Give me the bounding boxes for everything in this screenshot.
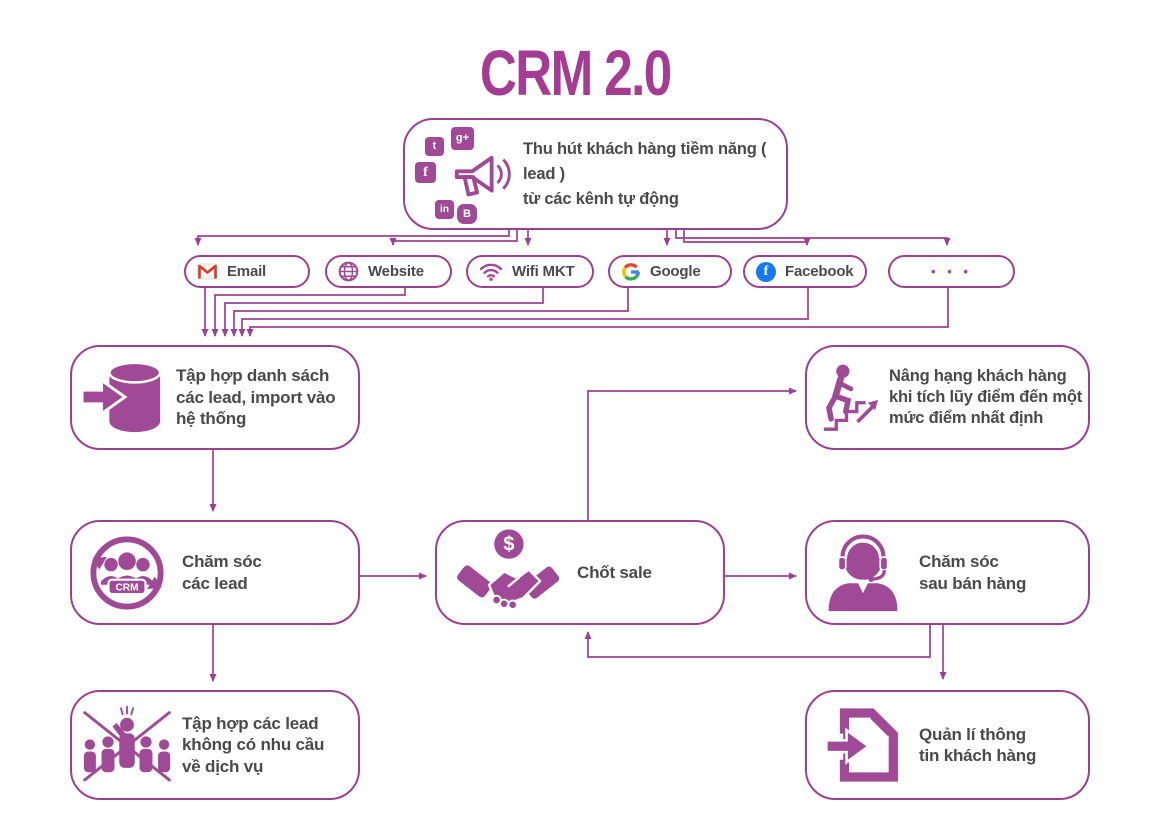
after-sale-care-text: Chăm sóc sau bán hàng bbox=[919, 552, 1027, 593]
edge-attract-more bbox=[675, 230, 951, 246]
edge-google-db bbox=[230, 288, 629, 337]
edge-website-db bbox=[211, 288, 406, 337]
no-need-leads-box: Tập hợp các lead không có nhu cầu về dịc… bbox=[70, 690, 360, 800]
edge-sale-upgrade bbox=[587, 387, 797, 520]
database-import-icon bbox=[72, 359, 176, 437]
after-sale-care-box: Chăm sóc sau bán hàng bbox=[805, 520, 1090, 625]
attract-leads-text: Thu hút khách hàng tiềm năng ( lead ) từ… bbox=[523, 139, 767, 208]
facebook-icon: f bbox=[415, 162, 436, 183]
ellipsis-dots-icon: • • • bbox=[931, 264, 972, 279]
edge-attract-email bbox=[194, 230, 510, 246]
care-leads-box: CRM Chăm sóc các lead bbox=[70, 520, 360, 625]
channel-email-label: Email bbox=[227, 263, 267, 280]
manage-customer-info-box: Quản lí thông tin khách hàng bbox=[805, 690, 1090, 800]
close-sale-box: $ Chốt sale bbox=[435, 520, 725, 625]
channel-email: Email bbox=[184, 255, 310, 288]
facebook-circle-icon: f bbox=[756, 261, 776, 282]
edge-attract-website bbox=[389, 230, 518, 246]
channel-wifi: Wifi MKT bbox=[466, 255, 594, 288]
wifi-icon bbox=[479, 263, 503, 281]
edge-attract-facebook bbox=[683, 230, 811, 246]
channel-wifi-label: Wifi MKT bbox=[512, 263, 575, 280]
svg-text:$: $ bbox=[503, 533, 514, 555]
social-media-megaphone-icon: t g+ f in B bbox=[405, 120, 517, 228]
edge-aftercare-sale bbox=[584, 625, 931, 658]
edge-wifi-db bbox=[221, 288, 544, 337]
channel-google: Google bbox=[608, 255, 732, 288]
page-title: CRM 2.0 bbox=[479, 37, 672, 109]
support-agent-icon bbox=[807, 533, 919, 612]
handshake-dollar-icon: $ bbox=[437, 528, 577, 618]
channel-website: Website bbox=[325, 255, 452, 288]
svg-text:CRM: CRM bbox=[116, 582, 139, 593]
attract-leads-box: t g+ f in B Thu hút khách hàng tiềm năng… bbox=[403, 118, 788, 230]
channel-website-label: Website bbox=[368, 263, 424, 280]
globe-icon bbox=[338, 261, 359, 282]
crm-loop-icon: CRM bbox=[72, 531, 182, 615]
linkedin-icon: in bbox=[435, 200, 454, 219]
collect-leads-text: Tập hợp danh sách các lead, import vào h… bbox=[176, 366, 336, 429]
channel-more: • • • bbox=[888, 255, 1015, 288]
google-g-icon bbox=[622, 262, 640, 281]
document-import-icon bbox=[807, 704, 919, 786]
channel-google-label: Google bbox=[650, 263, 701, 280]
edge-facebook-db bbox=[238, 288, 809, 337]
twitter-icon: t bbox=[425, 137, 444, 156]
collect-leads-box: Tập hợp danh sách các lead, import vào h… bbox=[70, 345, 360, 450]
close-sale-text: Chốt sale bbox=[577, 562, 652, 582]
manage-customer-info-text: Quản lí thông tin khách hàng bbox=[919, 724, 1037, 766]
channel-facebook-label: Facebook bbox=[785, 263, 854, 280]
google-plus-icon: g+ bbox=[451, 127, 474, 150]
no-need-leads-text: Tập hợp các lead không có nhu cầu về dịc… bbox=[182, 713, 325, 776]
climb-stairs-icon bbox=[807, 355, 889, 441]
gmail-icon bbox=[197, 263, 218, 280]
blogger-icon: B bbox=[457, 204, 477, 224]
rejected-leads-icon bbox=[72, 704, 182, 786]
edge-more-db bbox=[246, 288, 949, 337]
channel-facebook: f Facebook bbox=[743, 255, 867, 288]
megaphone-icon bbox=[454, 155, 511, 197]
care-leads-text: Chăm sóc các lead bbox=[182, 552, 262, 593]
upgrade-customer-text: Nâng hạng khách hàng khi tích lũy điểm đ… bbox=[889, 367, 1083, 427]
upgrade-customer-box: Nâng hạng khách hàng khi tích lũy điểm đ… bbox=[805, 345, 1090, 450]
